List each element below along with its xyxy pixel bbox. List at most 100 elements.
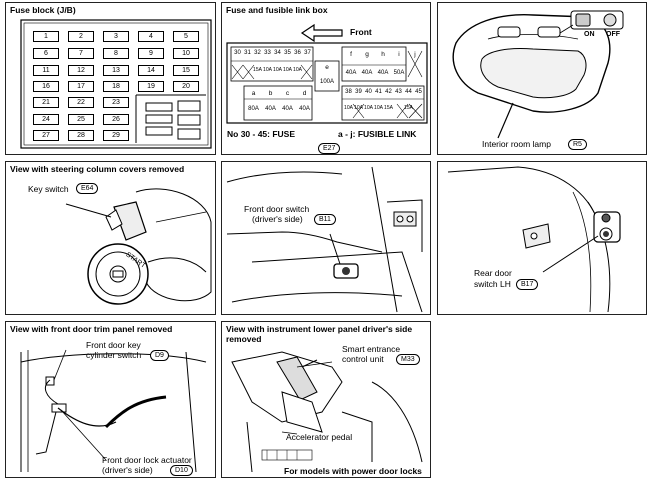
fuse-23: 23 (103, 97, 129, 108)
fusible-link-i: i (398, 51, 400, 58)
fuse-44: 44 (405, 89, 412, 95)
fuse-7: 7 (68, 48, 94, 59)
fuse-15: 15 (173, 65, 199, 76)
fusible-link-d: d (302, 90, 307, 97)
fuse-11: 11 (33, 65, 59, 76)
fuse-32: 32 (254, 50, 261, 56)
link-e-value: 100A (319, 79, 334, 85)
fuse-24: 24 (33, 114, 59, 125)
fusible-link-a-value: 80A (248, 106, 259, 112)
fuse-32-value: 15A (253, 67, 262, 73)
fuse-27: 27 (33, 130, 59, 141)
fuse-37: 37 (304, 50, 311, 56)
interior-lamp-label: Interior room lamp (482, 139, 551, 149)
door-lock-actuator-code: D10 (170, 465, 193, 476)
fuse-17: 17 (68, 81, 94, 92)
fuse-39: 39 (355, 89, 362, 95)
fuse-22: 22 (68, 97, 94, 108)
fusible-link-box-drawing (226, 23, 428, 124)
fuse-19: 19 (138, 81, 164, 92)
front-door-switch-code: B11 (314, 214, 336, 225)
fuse-34: 34 (274, 50, 281, 56)
fuse-18: 18 (103, 81, 129, 92)
fuse-38: 38 (345, 89, 352, 95)
fuse-43: 43 (395, 89, 402, 95)
fuse-28: 28 (68, 130, 94, 141)
front-door-switch-panel: Front door switch (driver's side) B11 (221, 161, 431, 315)
front-door-switch-drawing (226, 166, 423, 313)
instrument-panel: View with instrument lower panel driver'… (221, 321, 431, 478)
fusible-link-value: 40A (377, 70, 389, 76)
fusible-link-j: j (414, 51, 416, 58)
sec-unit-label-1: Smart entrance (342, 344, 401, 354)
fusible-link-c-value: 40A (282, 106, 293, 112)
fuse-21: 21 (33, 97, 59, 108)
fuse-33-value: 10A (263, 67, 272, 73)
fusible-link-d-value: 40A (299, 106, 310, 112)
rear-door-switch-panel: Rear door switch LH B17 (437, 161, 647, 315)
lamp-off-label: OFF (606, 31, 620, 38)
fuse-41: 41 (375, 89, 382, 95)
fuse-26: 26 (103, 114, 129, 125)
fuse-42: 42 (385, 89, 392, 95)
fusible-link-value: 40A (361, 70, 373, 76)
fuse-36: 36 (294, 50, 301, 56)
interior-lamp-panel: ON OFF Interior room lamp R5 (437, 2, 647, 155)
fuse-9: 9 (138, 48, 164, 59)
fusible-link-g: g (365, 51, 369, 58)
link-e-label: e (325, 64, 329, 71)
fusible-link-b: b (268, 90, 273, 97)
fuse-12: 12 (68, 65, 94, 76)
fusible-link-b-value: 40A (265, 106, 276, 112)
fuse-3: 3 (103, 31, 129, 42)
instrument-title: View with instrument lower panel driver'… (226, 324, 413, 344)
fusible-link-legend: a - j: FUSIBLE LINK (338, 129, 417, 139)
front-door-switch-label-2: (driver's side) (252, 214, 303, 224)
fuse-34-value: 10A (273, 67, 282, 73)
fusible-link-box-code: E27 (318, 143, 341, 154)
rear-door-switch-code: B17 (516, 279, 539, 290)
rear-door-switch-label-1: Rear door (474, 268, 512, 278)
door-lock-actuator-label-1: Front door lock actuator (102, 455, 192, 465)
lamp-on-label: ON (584, 31, 595, 38)
door-lock-actuator-label-2: (driver's side) (102, 465, 153, 475)
fusible-link-value: 50A (393, 70, 405, 76)
key-cylinder-code: D9 (150, 350, 169, 361)
fusible-link-box-title: Fuse and fusible link box (226, 5, 328, 15)
fuse-14: 14 (138, 65, 164, 76)
fuse-29: 29 (103, 130, 129, 141)
interior-lamp-code: R5 (568, 139, 587, 150)
fuse-20: 20 (173, 81, 199, 92)
key-switch-code: E64 (76, 183, 99, 194)
interior-lamp-drawing (452, 10, 624, 139)
fuse-8: 8 (103, 48, 129, 59)
fuse-4: 4 (138, 31, 164, 42)
steering-title: View with steering column covers removed (10, 164, 185, 174)
steering-panel: View with steering column covers removed… (5, 161, 216, 315)
fuse-block-outline (20, 19, 212, 149)
fuse-42-value: 15A (384, 105, 393, 111)
sec-unit-label-2: control unit (342, 354, 384, 364)
fuse-1: 1 (33, 31, 59, 42)
fuse-39-value: 10A (354, 105, 363, 111)
fuse-38-value: 10A (344, 105, 353, 111)
instrument-drawing (231, 351, 423, 473)
fuse-5: 5 (173, 31, 199, 42)
fuse-legend: No 30 - 45: FUSE (227, 129, 296, 139)
fusible-link-a: a (251, 90, 256, 97)
fuse-2: 2 (68, 31, 94, 42)
fuse-40-value: 10A (364, 105, 373, 111)
fusible-link-h: h (381, 51, 385, 58)
fuse-40: 40 (365, 89, 372, 95)
fuse-25: 25 (68, 114, 94, 125)
fuse-31: 31 (244, 50, 251, 56)
fuse-36-value: 10A (293, 67, 302, 73)
front-door-switch-label-1: Front door switch (244, 204, 310, 214)
fuse-35: 35 (284, 50, 291, 56)
fuse-16: 16 (33, 81, 59, 92)
rear-door-switch-drawing (447, 166, 621, 313)
power-door-locks-footnote: For models with power door locks (284, 466, 422, 476)
key-switch-drawing (65, 188, 212, 305)
